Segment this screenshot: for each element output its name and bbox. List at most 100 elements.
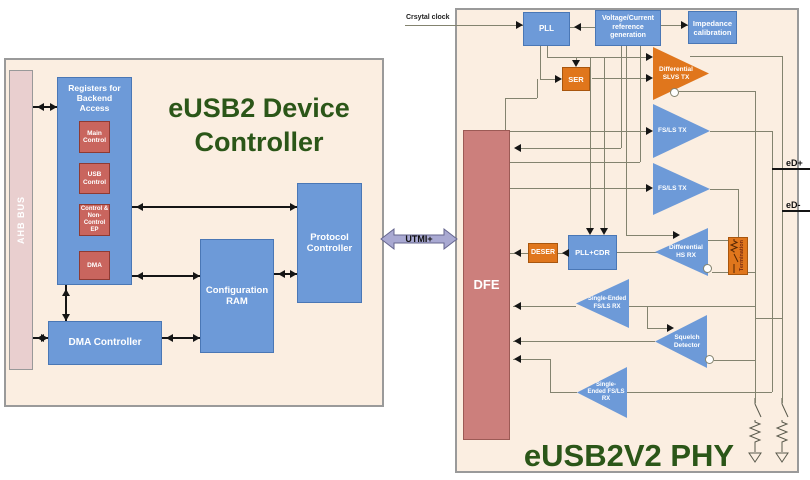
hs-rx-bubble-icon [703,264,712,273]
arrowhead-icon [600,228,608,239]
wire [547,57,648,58]
device-controller-title: eUSB2 Device Controller [168,93,350,157]
arrowhead-icon [673,231,684,239]
wire [513,359,550,360]
main-control-label: Main Control [82,129,107,144]
wire [629,306,755,307]
control-noncontrol-ep-label: Control & Non-Control EP [80,206,109,233]
dma-controller-label: DMA Controller [68,337,142,348]
ser-block: SER [562,67,590,91]
se-fsls-rx1-label: Single-Ended FS/LS RX [587,296,627,310]
wire [738,189,739,237]
protocol-controller-label: Protocol Controller [306,231,353,254]
wire [708,240,728,241]
arrowhead-icon [132,203,143,211]
diff-hs-rx-label: Differential HS RX [669,244,703,259]
wire [274,273,297,275]
slvs-tx-bubble-icon [670,88,679,97]
wire [505,98,506,130]
pll-cdr-block: PLL+CDR [568,235,617,270]
pll-block: PLL [523,12,570,46]
dma-label: DMA [87,261,102,269]
wire [132,275,200,277]
registers-backend-label: Registers for Backend Access [68,83,121,114]
squelch-detector-label: Squelch Detector [673,333,701,349]
utmi-connector: UTMI+ [380,226,458,257]
utmi-label: UTMI+ [405,234,433,244]
arrowhead-icon [646,127,657,135]
pll-cdr-label: PLL+CDR [575,248,610,257]
arrowhead-icon [193,272,204,280]
dma-block: DMA [79,251,110,280]
dfe-label: DFE [473,277,500,293]
se-fsls-rx2-label: Single-Ended FS/LS RX [587,381,625,403]
wire [537,79,538,98]
vc-reference-label: Voltage/Current reference generation [602,15,654,40]
wire [33,106,57,108]
wire [132,206,297,208]
wire [540,46,541,79]
wire [772,131,773,392]
main-control-block: Main Control [79,121,110,153]
ser-label: SER [568,74,584,84]
wire [626,235,676,236]
arrowhead-icon [132,272,143,280]
wire [782,210,810,212]
wire [162,337,200,339]
wire [505,98,537,99]
wire [513,306,576,307]
arrowhead-icon [646,74,657,82]
termination-label: Termination [739,240,745,272]
arrowhead-icon [290,270,301,278]
wire [517,148,621,149]
arrowhead-icon [646,53,657,61]
arrowhead-icon [681,21,692,29]
wire [590,57,591,229]
ahb-bus-label: AHB BUS [15,195,26,244]
usb-control-label: USB Control [82,171,107,186]
wire [550,359,551,392]
arrowhead-icon [572,60,580,71]
arrowhead-icon [274,270,285,278]
fsls-tx2-label: FS/LS TX [658,185,687,193]
configuration-ram-block: Configuration RAM [200,239,274,353]
wire [540,79,560,80]
dma-controller-block: DMA Controller [48,321,162,365]
dfe-block: DFE [463,130,510,440]
wire [690,56,782,57]
utmi-double-arrow-icon [380,227,458,251]
wire [547,46,548,58]
wire [661,25,688,26]
wire [65,285,67,321]
arrowhead-icon [510,302,521,310]
arrowhead-icon [667,324,678,332]
arrowhead-icon [586,228,594,239]
arrowhead-icon [510,355,521,363]
arrowhead-icon [555,75,566,83]
wire [710,131,772,132]
pad-ed-plus-label: eD+ [786,158,803,168]
wire [772,168,810,170]
arrowhead-icon [162,334,173,342]
wire [405,25,523,26]
phy-title: eUSB2V2 PHY [523,438,735,473]
wire [510,131,648,132]
wire [640,46,641,162]
wire [604,57,605,229]
wire [617,252,657,253]
wire [782,56,783,403]
wire [510,188,648,189]
wire [755,318,782,319]
squelch-bubble-icon [705,355,714,364]
deser-label: DESER [530,248,556,256]
usb-control-block: USB Control [79,163,110,194]
arrowhead-icon [516,21,527,29]
wire [550,392,577,393]
deser-block: DESER [528,243,558,263]
diff-slvs-tx-label: Differential SLVS TX [659,65,693,81]
fsls-tx1-label: FS/LS TX [658,127,687,135]
wire [710,189,738,190]
arrowhead-icon [558,249,569,257]
crystal-clock-label: Crsytal clock [406,14,450,21]
ahb-bus-bar: AHB BUS [9,70,33,370]
